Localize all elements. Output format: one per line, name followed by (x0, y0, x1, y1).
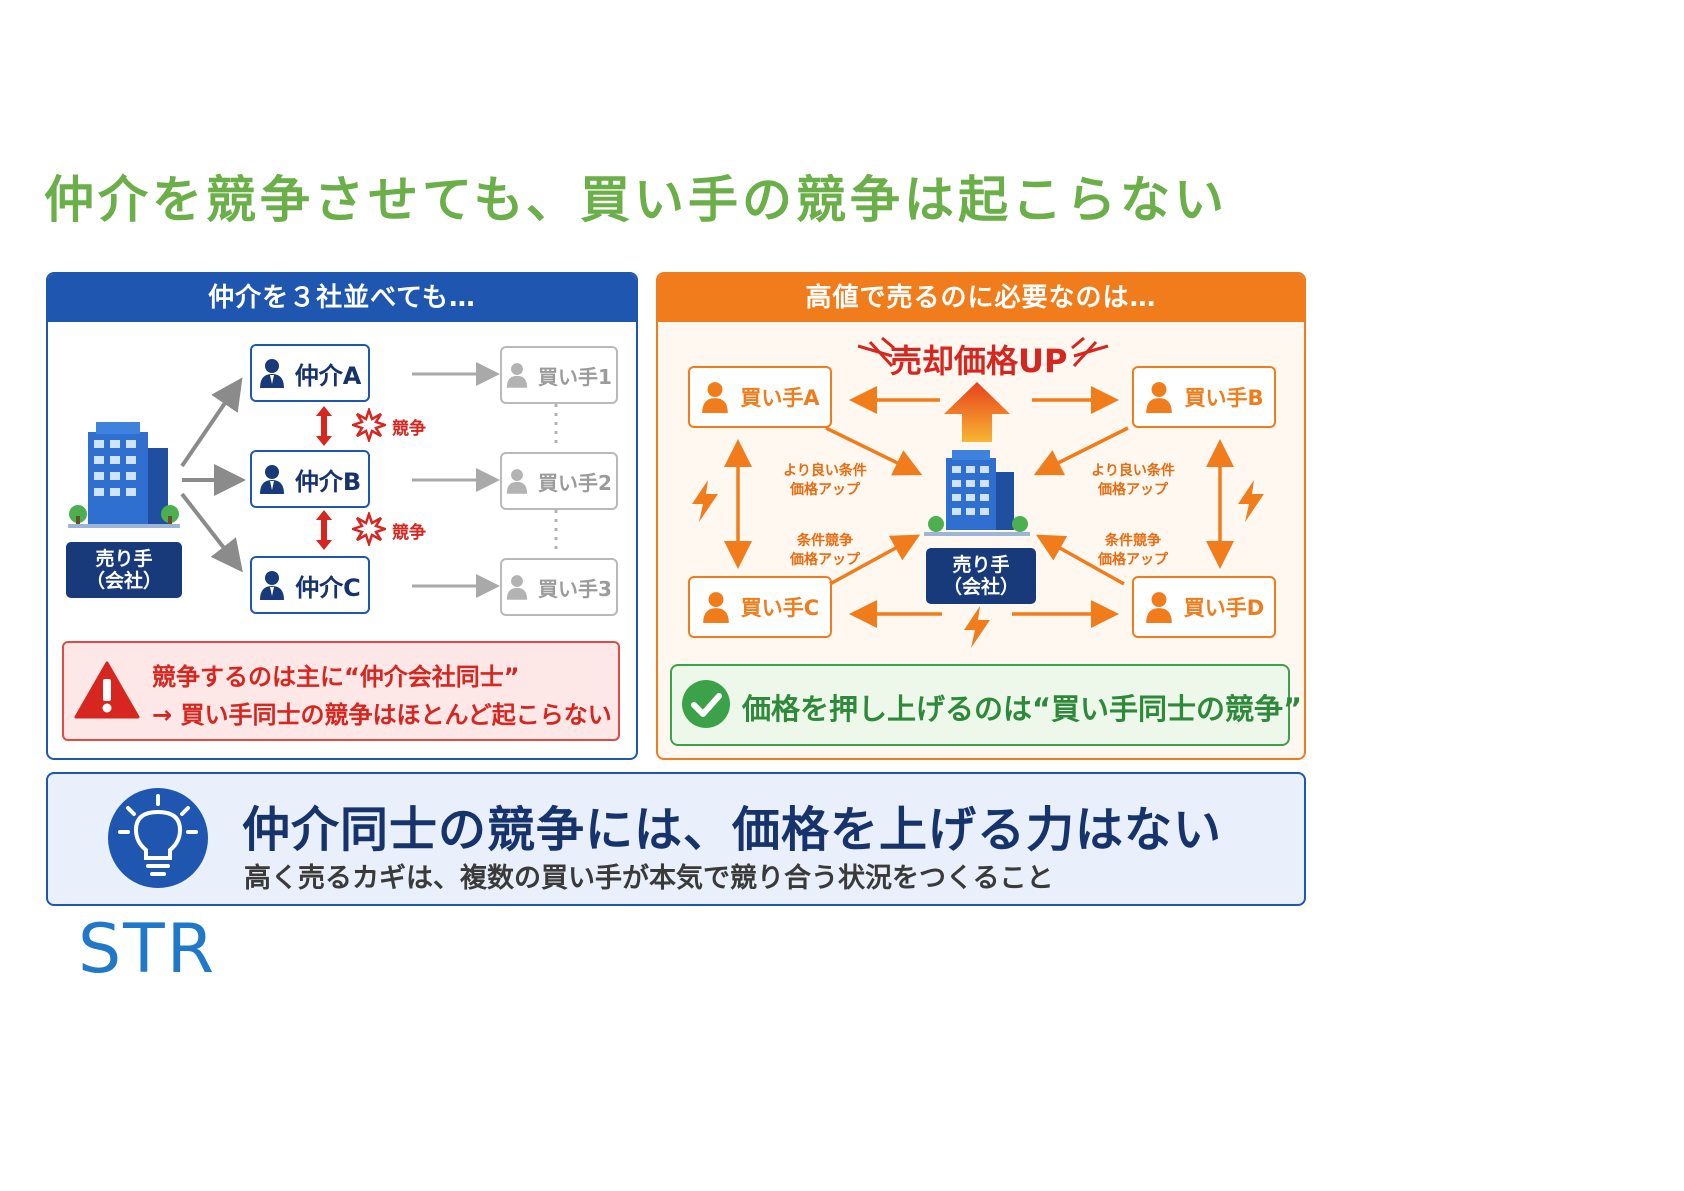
offer-text: 価格アップ (790, 482, 860, 498)
burst-lines-icon (857, 336, 895, 368)
building-icon (924, 450, 1030, 536)
buyer-a-box: 買い手A (688, 366, 832, 428)
seller-to-broker-arrows (180, 377, 246, 573)
buyer-competition-arrows (724, 386, 1234, 628)
person-icon (1144, 381, 1174, 413)
up-arrow-icon (944, 382, 1010, 442)
alert-box: 競争するのは主に“仲介会社同士” → 買い手同士の競争はほとんど起こらない (62, 641, 620, 741)
left-panel-header: 仲介を３社並べても… (48, 274, 636, 322)
buyer-label: 買い手D (1183, 596, 1265, 620)
broker-c-box: 仲介C (250, 556, 370, 614)
person-icon (259, 358, 285, 388)
person-icon (701, 591, 731, 623)
person-icon (259, 464, 285, 494)
burst-icon (352, 408, 386, 442)
person-icon (506, 362, 528, 388)
alert-line-1: 競争するのは主に“仲介会社同士” (152, 663, 520, 691)
buyer-label: 買い手3 (538, 576, 612, 601)
alert-line-2: → 買い手同士の競争はほとんど起こらない (152, 701, 612, 729)
summary-subtext: 高く売るカギは、複数の買い手が本気で競り合う状況をつくること (244, 863, 1054, 894)
person-icon (259, 570, 285, 600)
broker-label: 仲介A (294, 361, 362, 390)
lightning-icon (964, 606, 990, 648)
conclusion-box: 価格を押し上げるのは“買い手同士の競争” (670, 664, 1302, 746)
warning-icon (74, 661, 140, 719)
offer-label-top-left: より良い条件 価格アップ (770, 462, 880, 500)
person-icon (700, 381, 730, 413)
building-icon (68, 422, 180, 528)
right-panel-header: 高値で売るのに必要なのは… (658, 274, 1304, 322)
conclusion-text: 価格を押し上げるのは“買い手同士の競争” (742, 692, 1303, 726)
summary-box: 仲介同士の競争には、価格を上げる力はない 高く売るカギは、複数の買い手が本気で競… (46, 772, 1306, 906)
offer-text: 条件競争 (797, 533, 853, 549)
lightning-icon (1238, 480, 1264, 522)
broker-b-box: 仲介B (250, 450, 370, 508)
competition-arrow-icon (316, 510, 332, 550)
competition-label: 競争 (392, 419, 426, 439)
person-icon (1144, 591, 1174, 623)
buyer-3-box: 買い手3 (500, 558, 618, 616)
broker-a-box: 仲介A (250, 344, 370, 402)
offer-label-bottom-left: 条件競争 価格アップ (770, 532, 880, 570)
buyer-label: 買い手C (740, 596, 820, 620)
lightning-icon (692, 480, 718, 522)
buyer-label: 買い手A (740, 386, 820, 410)
seller-label: 売り手 (952, 554, 1010, 576)
competition-arrow-icon (316, 406, 332, 446)
broker-label: 仲介C (295, 573, 361, 602)
check-circle-icon (682, 680, 730, 728)
seller-tag-left: 売り手 （会社） (66, 542, 182, 598)
buyer-c-box: 買い手C (688, 576, 832, 638)
page-title: 仲介を競争させても、買い手の競争は起こらない (44, 171, 1228, 229)
buyer-label: 買い手B (1184, 386, 1264, 410)
buyer-label: 買い手2 (538, 470, 612, 495)
seller-sublabel: （会社） (942, 576, 1019, 598)
offer-text: より良い条件 (1091, 463, 1175, 479)
lightbulb-icon (108, 788, 208, 888)
seller-tag-right: 売り手 （会社） (926, 548, 1036, 604)
buyer-2-box: 買い手2 (500, 452, 618, 510)
broker-to-buyer-arrows (412, 362, 500, 598)
buyer-b-box: 買い手B (1132, 366, 1276, 428)
burst-lines-icon (1071, 336, 1109, 368)
buyer-label: 買い手1 (538, 364, 612, 389)
burst-icon (352, 512, 386, 546)
str-logo: STR (78, 910, 216, 989)
price-up-label: 売却価格UP (890, 342, 1068, 380)
offer-text: 価格アップ (790, 552, 860, 568)
dotted-connector (554, 404, 558, 554)
seller-label: 売り手 (95, 548, 153, 570)
seller-sublabel: （会社） (85, 570, 162, 592)
offer-text: 価格アップ (1098, 552, 1168, 568)
buyer-d-box: 買い手D (1132, 576, 1276, 638)
person-icon (506, 468, 528, 494)
offer-label-top-right: より良い条件 価格アップ (1078, 462, 1188, 500)
broker-label: 仲介B (294, 467, 362, 496)
person-icon (506, 574, 528, 600)
offer-text: 価格アップ (1098, 482, 1168, 498)
buyer-1-box: 買い手1 (500, 346, 618, 404)
competition-label: 競争 (392, 523, 426, 543)
offer-text: より良い条件 (783, 463, 867, 479)
summary-headline: 仲介同士の競争には、価格を上げる力はない (242, 802, 1223, 858)
offer-text: 条件競争 (1105, 533, 1161, 549)
offer-label-bottom-right: 条件競争 価格アップ (1078, 532, 1188, 570)
